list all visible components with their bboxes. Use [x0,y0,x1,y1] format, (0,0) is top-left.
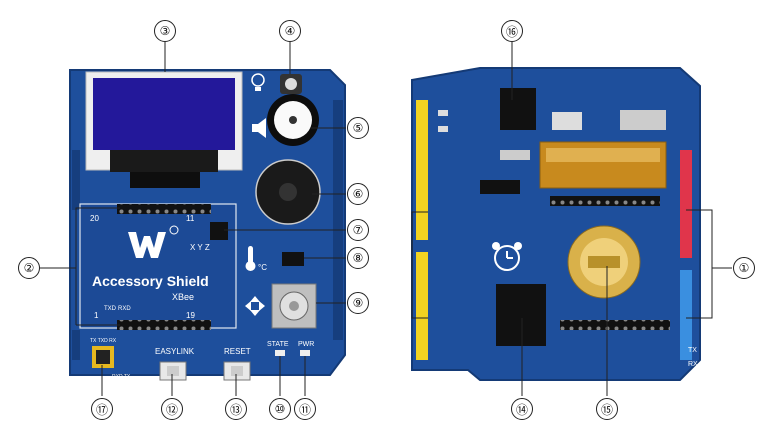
callout-1: ① [733,257,755,279]
callout-6: ⑥ [347,183,369,205]
callout-17: ⑰ [91,398,113,420]
xbee-pin-1: 1 [94,311,99,320]
callout-lines [40,42,732,396]
thermometer-icon [245,246,256,271]
state-label: STATE [267,341,289,348]
coin-battery-holder [567,225,641,299]
rtc-chip [496,284,546,346]
reset-button [223,361,251,381]
back-rx-label: RX [688,361,698,368]
pwr-led [300,350,310,356]
top-ic [500,88,536,130]
yellow-header-left-bottom [416,252,428,360]
axes-label: X Y Z [190,243,210,252]
xbee-pin-11: 11 [186,214,195,223]
callout-9: ⑨ [347,292,369,314]
callout-2: ② [18,257,40,279]
joystick-arrows-icon [245,296,265,316]
temp-unit: °C [258,263,267,272]
callout-15: ⑮ [596,398,618,420]
red-header [680,150,692,258]
jumper-top-label: TX TXD RX [90,338,117,344]
blue-header [680,270,692,360]
callout-16: ⑯ [501,20,523,42]
callout-5: ⑤ [347,117,369,139]
callout-12: ⑫ [161,398,183,420]
front-board: 20 11 1 19 TXD RXD Accessory Shield XBee… [69,69,346,381]
callout-10: ⑩ [269,398,291,420]
oled-flex-cable [539,141,667,189]
reset-label: RESET [224,347,251,356]
easylink-button [159,361,187,381]
accelerometer-chip [210,222,228,240]
xbee-pin-rxd: RXD [118,306,131,312]
callout-11: ⑪ [294,398,316,420]
front-right-header-holes [333,100,343,340]
xbee-pin-19: 19 [186,311,195,320]
light-sensor [280,74,302,94]
callout-3: ③ [154,20,176,42]
waveshare-logo [128,225,179,258]
oled-display [85,71,243,188]
temperature-sensor-chip [282,252,304,266]
potentiometer [255,159,321,225]
easylink-label: EASYLINK [155,347,195,356]
callout-13: ⑬ [225,398,247,420]
xbee-pin-20: 20 [90,214,99,223]
callout-7: ⑦ [347,219,369,241]
joystick [271,283,317,329]
pwr-label: PWR [298,341,314,348]
state-led [275,350,285,356]
bulb-icon [251,73,265,91]
back-pin-row [550,196,670,330]
callout-8: ⑧ [347,247,369,269]
jumper-bottom-label: RXD TX [112,374,131,380]
buzzer [267,94,319,146]
xbee-pin-txd: TXD [104,306,117,312]
back-board: TX RX [411,67,701,381]
callout-14: ⑭ [511,398,533,420]
speaker-icon [252,118,266,138]
serial-jumper [92,346,114,368]
callout-4: ④ [279,20,301,42]
accessory-shield-label: Accessory Shield [92,273,209,289]
back-tx-label: TX [688,347,697,354]
yellow-header-left-top [416,100,428,240]
alarm-clock-icon [492,242,522,271]
xbee-label: XBee [172,292,194,302]
